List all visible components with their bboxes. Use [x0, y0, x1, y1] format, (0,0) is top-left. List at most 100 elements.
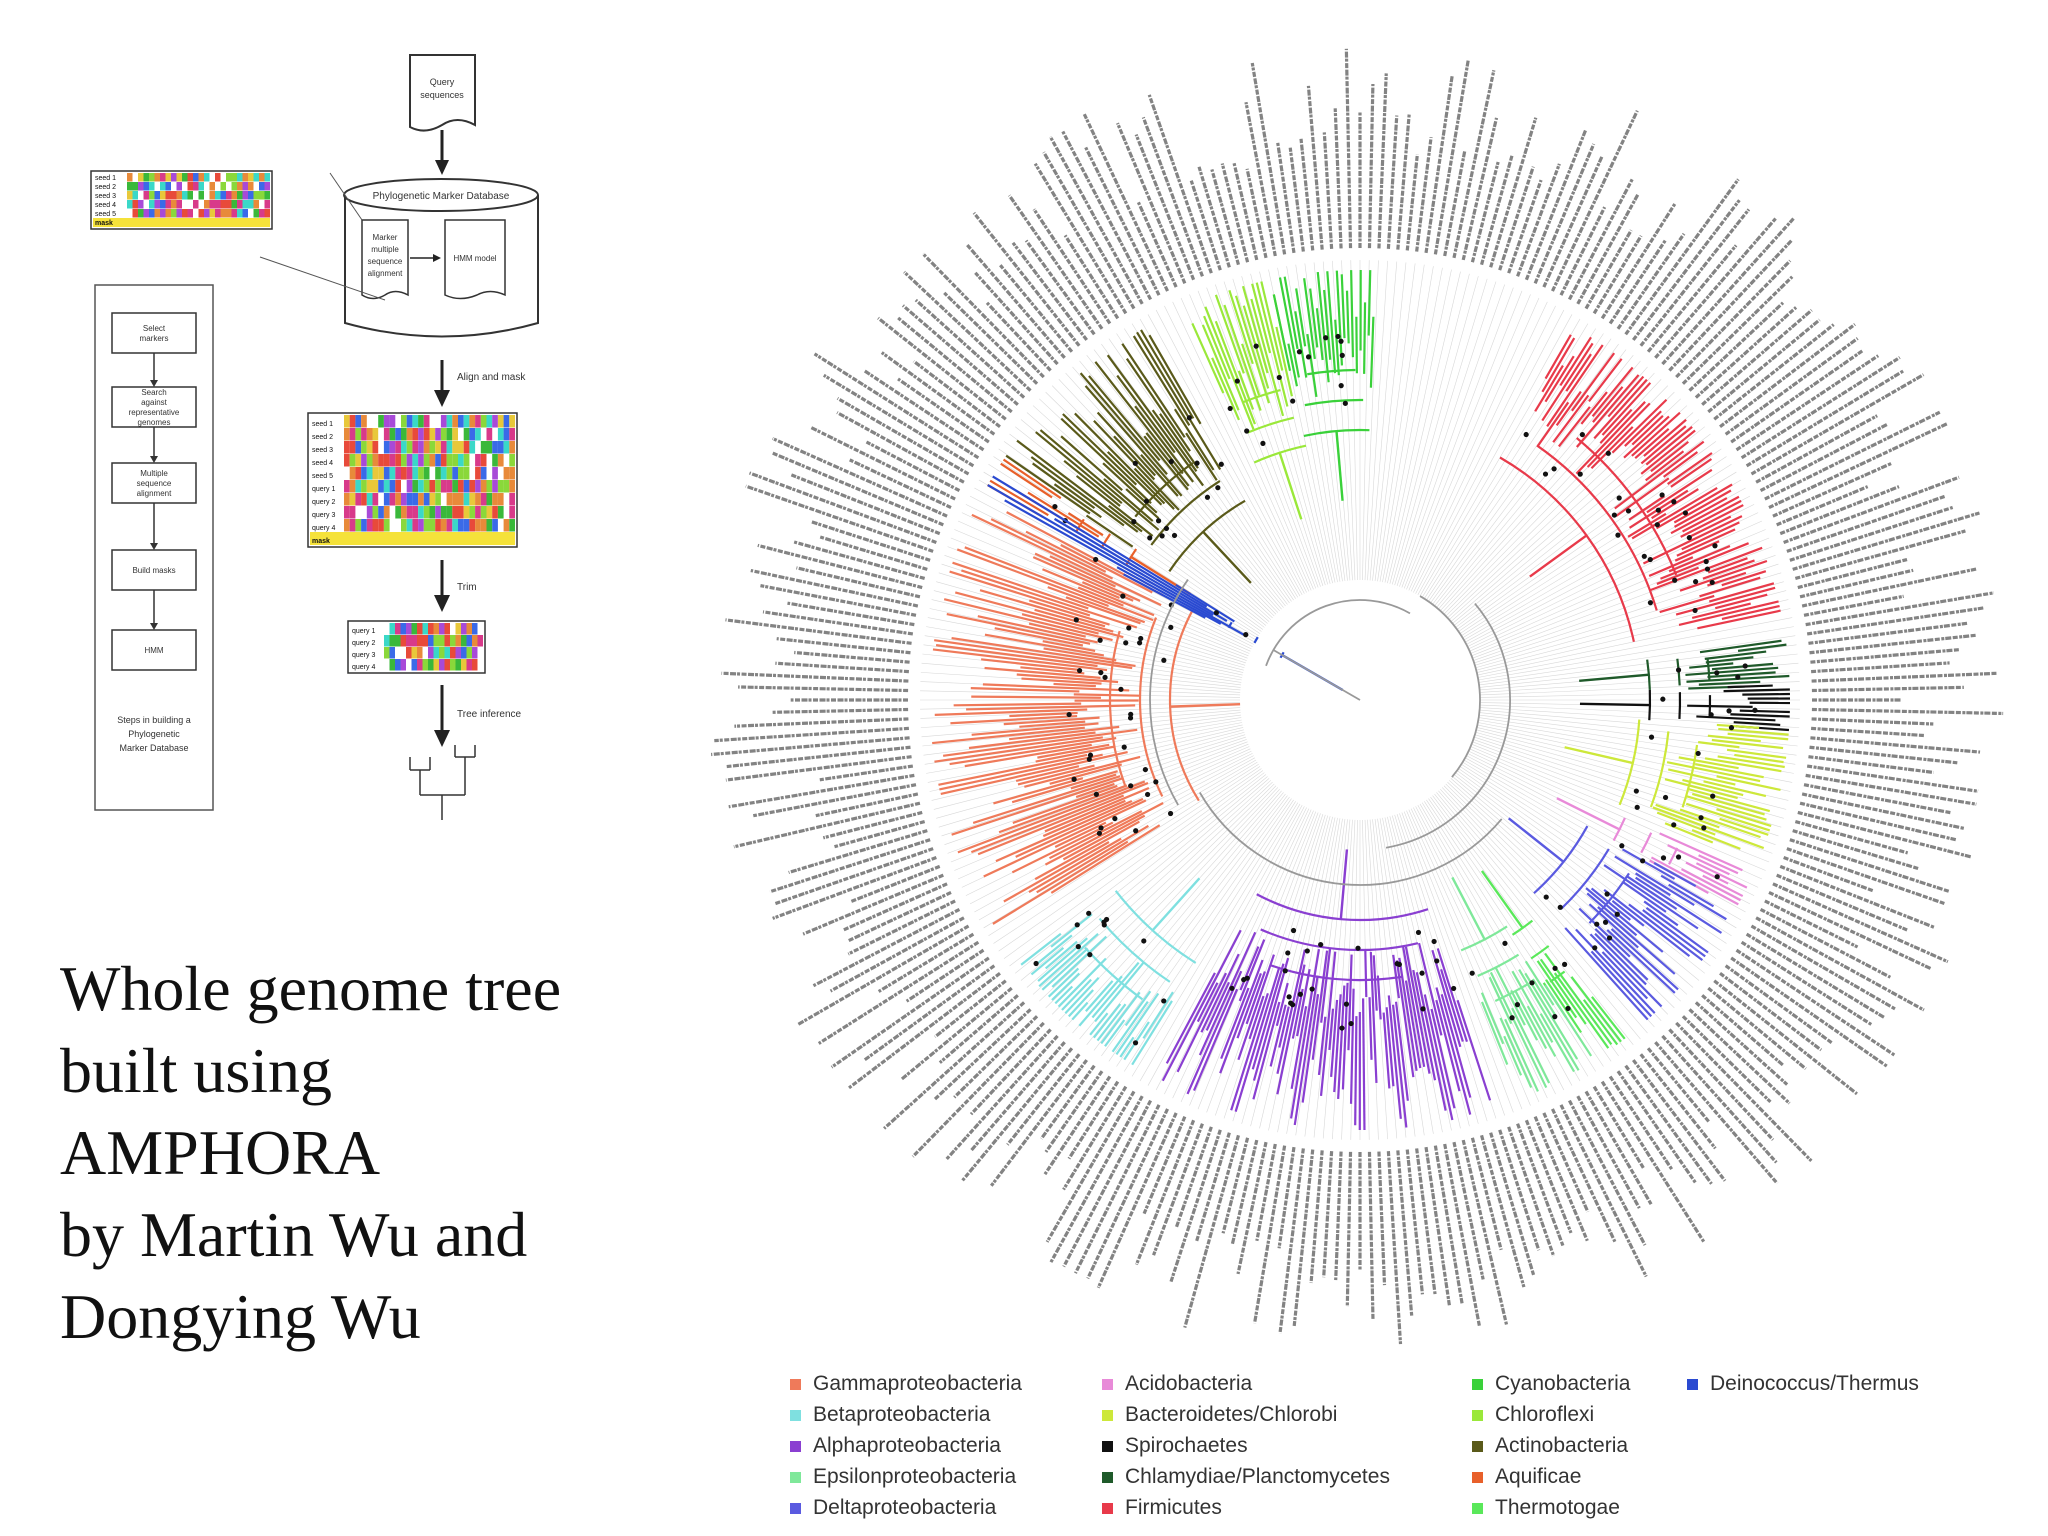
leaf-label — [1616, 1070, 1698, 1185]
leaf-label — [1694, 1001, 1789, 1086]
leaf-label — [1533, 1116, 1589, 1242]
clade-actinobacteria — [1005, 329, 1252, 584]
pipeline-step: Build masks — [111, 549, 197, 591]
leaf-label — [1811, 661, 1950, 674]
leaf-label — [1043, 1075, 1112, 1176]
leaf-label — [762, 610, 914, 636]
leaf-label — [1396, 114, 1411, 250]
leaf-label — [811, 520, 931, 562]
leaf-label — [1584, 229, 1633, 310]
leaf-label — [921, 252, 1045, 379]
leaf-label — [790, 473, 941, 536]
legend-swatch — [1472, 1440, 1483, 1452]
leaf-label — [1764, 899, 1859, 949]
legend-swatch — [1687, 1378, 1698, 1390]
leaf-label — [771, 451, 944, 527]
leaf-label — [1799, 568, 1914, 599]
alignment-row-label: seed 4 — [95, 202, 116, 209]
circular-phylogenetic-tree — [710, 48, 2004, 1345]
alignment-row-label: query 4 — [312, 525, 335, 532]
leaf-label — [1801, 792, 1965, 830]
leaf-label — [794, 650, 910, 664]
legend-swatch — [1102, 1378, 1113, 1390]
leaf-label — [933, 979, 1007, 1039]
leaf-label — [961, 1047, 1074, 1182]
leaf-label — [847, 899, 956, 956]
leaf-label — [1755, 916, 1925, 1012]
leaf-label — [1675, 259, 1792, 379]
leaf-label — [1367, 1151, 1375, 1320]
leaf-label — [1646, 244, 1738, 353]
leaf-label — [1745, 369, 1904, 468]
leaf-label — [830, 956, 990, 1069]
leaf-label — [725, 618, 912, 645]
leaf-label — [843, 882, 948, 932]
leaf-label — [1789, 838, 1951, 894]
leaf-label — [822, 373, 975, 468]
leaf-label — [1006, 1053, 1081, 1146]
leaf-label — [1345, 1151, 1353, 1307]
leaf-label — [728, 773, 915, 809]
leaf-label — [1516, 163, 1561, 277]
leaf-label — [776, 637, 911, 655]
leaf-label — [1489, 117, 1538, 268]
tree-backbone — [1149, 579, 1511, 886]
leaf-label — [1306, 85, 1324, 250]
leaf-label — [1524, 1119, 1573, 1234]
alignment-row-label: query 2 — [352, 640, 375, 647]
leaf-label — [1639, 1053, 1717, 1150]
legend-item: Thermotogae — [1472, 1496, 1620, 1520]
leaf-label — [1516, 1123, 1565, 1247]
query-sequences-doc: Query sequences — [409, 54, 476, 132]
legend-item: Deltaproteobacteria — [790, 1496, 996, 1520]
leaf-label — [1116, 122, 1187, 284]
leaf-label — [1067, 1080, 1120, 1160]
phylogenetic-marker-database: Phylogenetic Marker Database Marker mult… — [343, 178, 539, 338]
legend-label: Epsilonproteobacteria — [813, 1465, 1017, 1488]
leaf-label — [1278, 1148, 1305, 1334]
leaf-label — [1805, 773, 1977, 806]
leaf-label — [972, 211, 1081, 347]
legend-swatch — [790, 1440, 801, 1452]
leaf-label — [1396, 1150, 1414, 1316]
arrow-label-align-mask: Align and mask — [457, 372, 526, 383]
clade-firmicutes — [1499, 334, 1781, 643]
leaf-label — [999, 264, 1074, 353]
leaf-label — [1142, 1116, 1187, 1215]
leaf-label — [1045, 1090, 1136, 1243]
leaf-label — [792, 540, 926, 580]
leaf-label — [1801, 567, 1977, 608]
leaf-label — [1779, 485, 1900, 536]
leaf-label — [1809, 745, 1958, 765]
leaf-label — [1443, 150, 1467, 257]
leaf-label — [1724, 337, 1859, 436]
leaf-label — [1096, 1112, 1178, 1289]
clade-chlamydiae-planctomycetes — [1579, 639, 1790, 690]
legend-swatch — [790, 1409, 801, 1421]
leaf-label — [1811, 717, 1934, 726]
slide-caption: Whole genome tree built using AMPHORA by… — [60, 948, 620, 1358]
leaf-label — [817, 940, 980, 1045]
alignment-row-label: seed 2 — [95, 184, 116, 191]
leaf-label — [1250, 62, 1287, 255]
alignment-row-label: seed 1 — [95, 175, 116, 182]
amphora-pipeline-diagram: Query sequences Phylogenetic Marker Data… — [90, 54, 539, 820]
legend-swatch — [1472, 1409, 1483, 1421]
leaf-label — [1007, 194, 1104, 330]
leaf-label — [1783, 856, 1875, 893]
leaf-label — [1044, 1070, 1104, 1153]
leaf-label — [1507, 1126, 1556, 1257]
leaf-label — [1688, 301, 1785, 392]
leaf-label — [901, 304, 1019, 406]
leaf-label — [1792, 829, 1919, 871]
leaf-label — [1498, 1129, 1541, 1251]
leaf-label — [1210, 169, 1240, 266]
leaf-label — [1600, 203, 1677, 320]
leaf-label — [834, 820, 926, 849]
leaf-label — [819, 535, 928, 571]
leaf-label — [829, 916, 965, 993]
leaf-label — [1701, 994, 1785, 1067]
leaf-label — [1433, 59, 1470, 255]
